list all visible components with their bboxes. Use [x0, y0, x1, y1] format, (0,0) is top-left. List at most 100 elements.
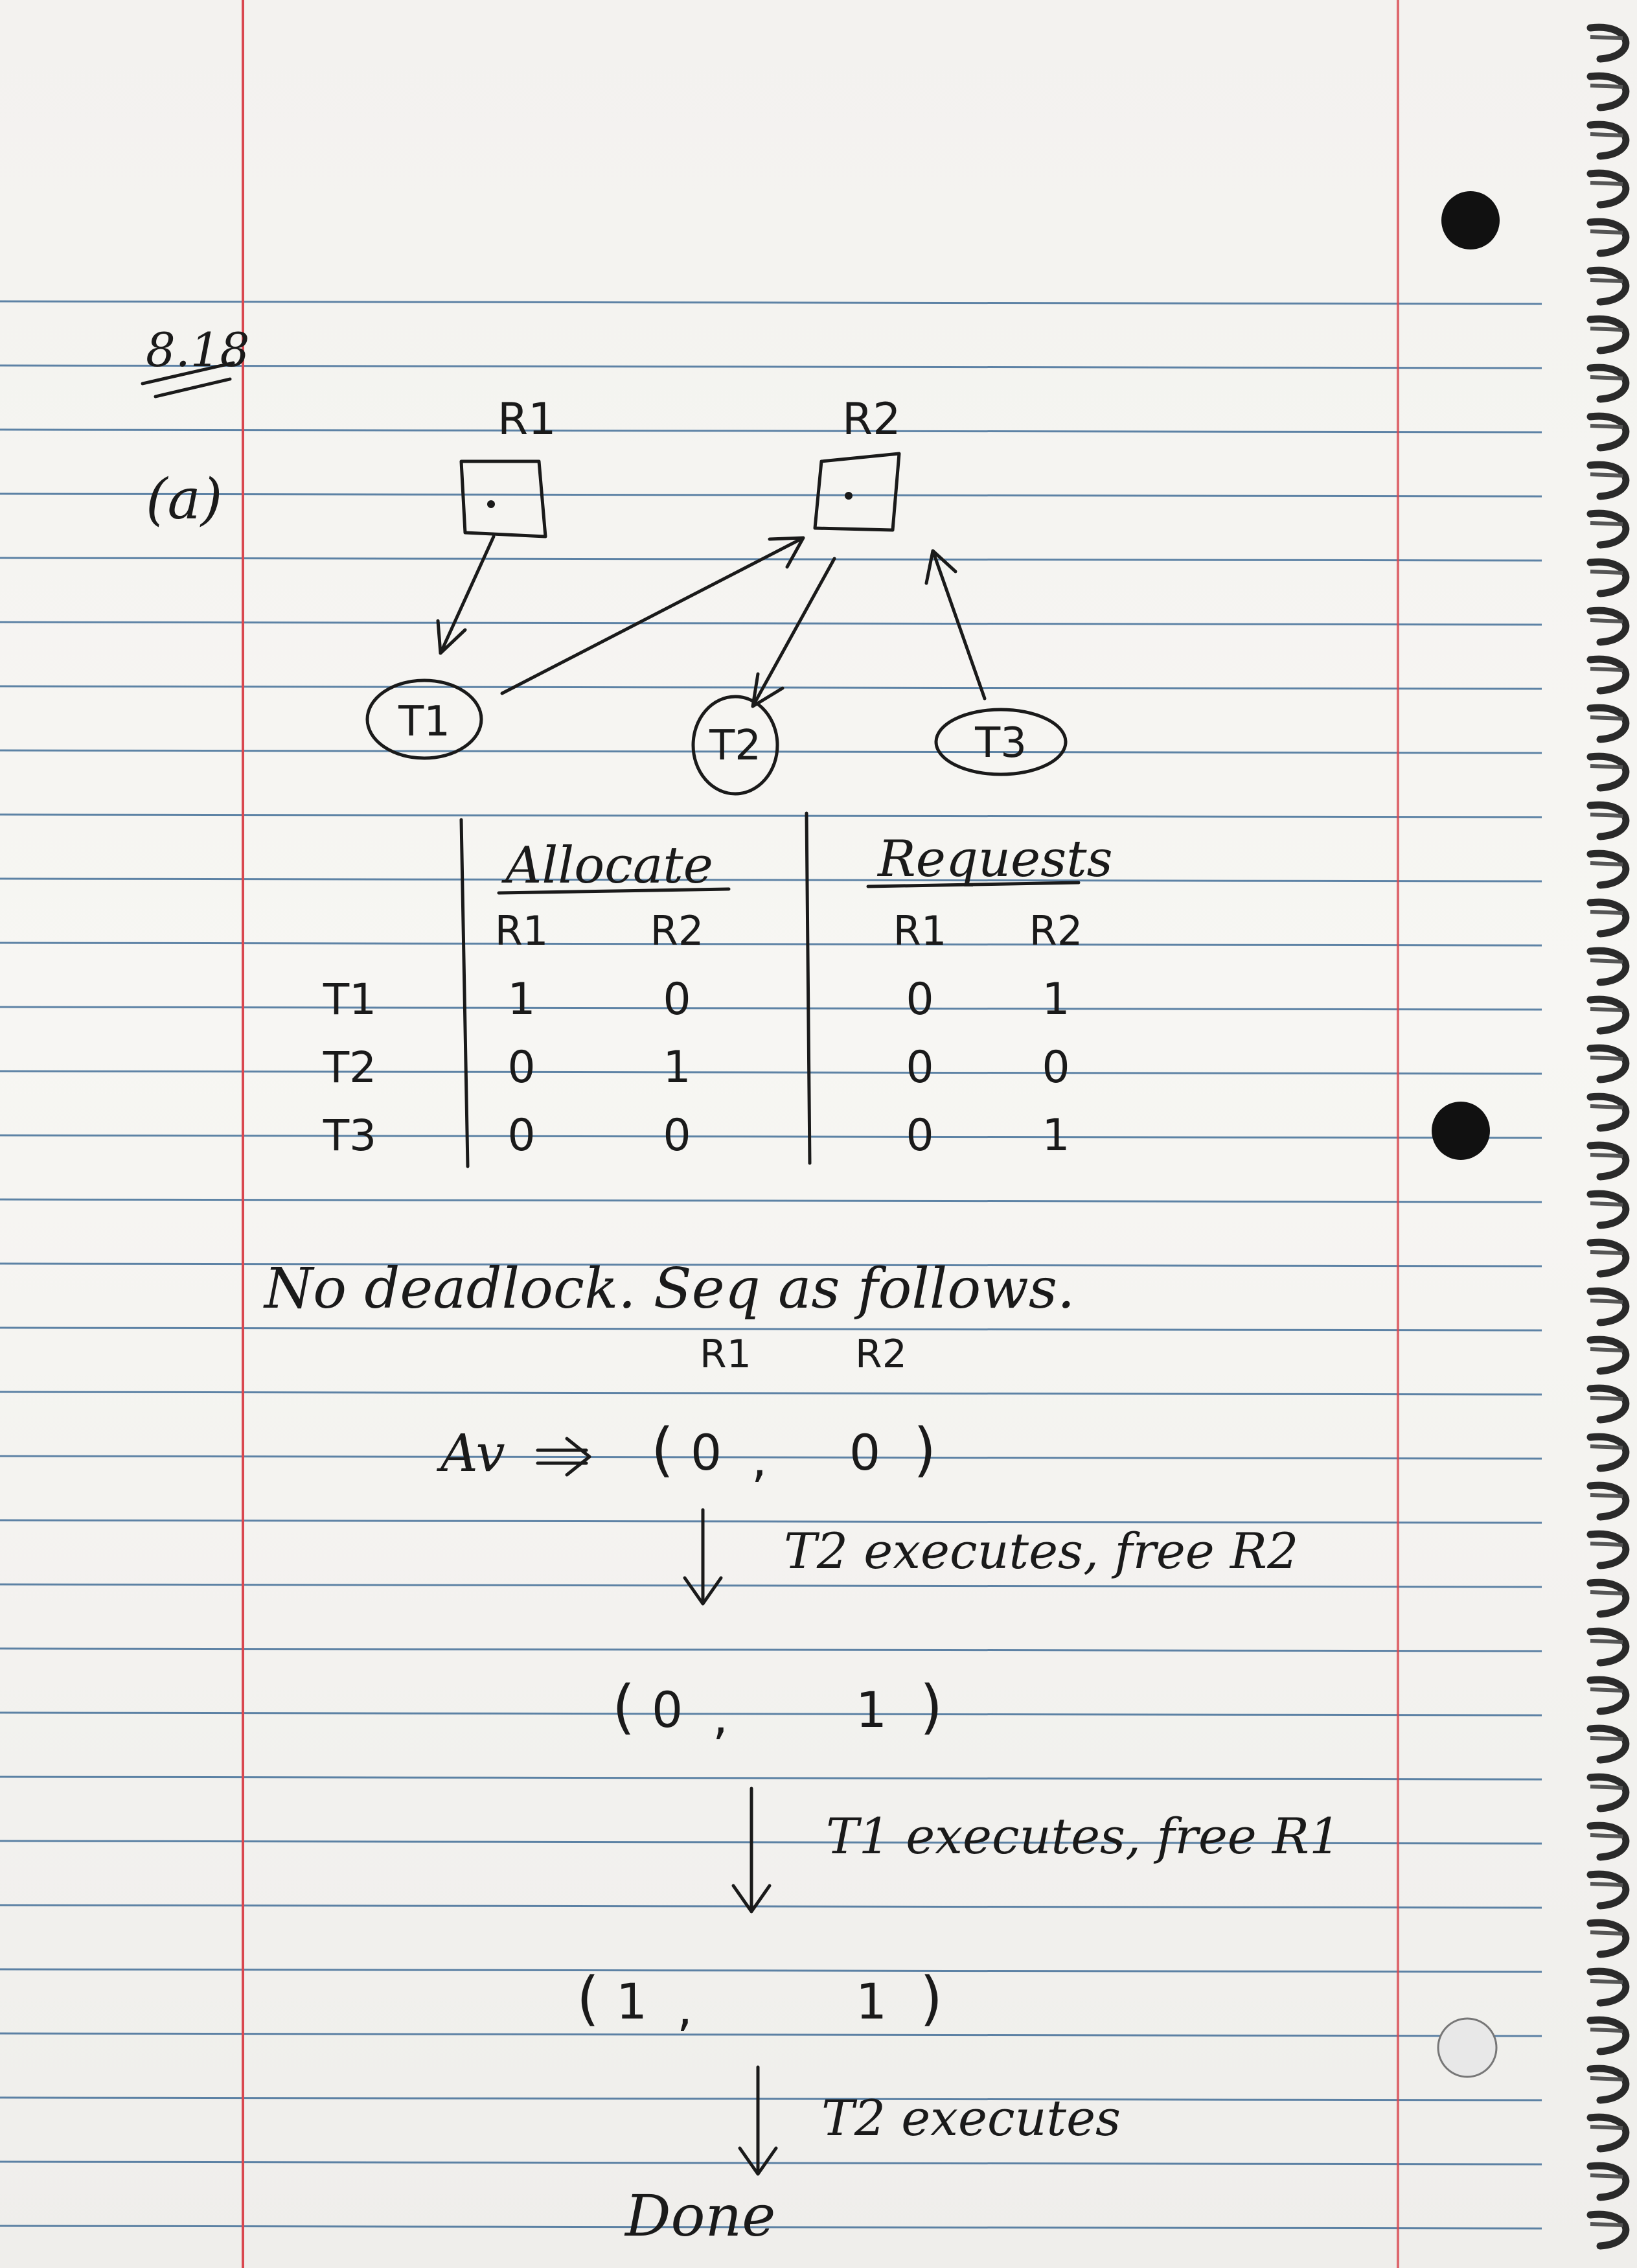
- header-underline: [866, 881, 1081, 888]
- table-subheader: R2: [1029, 907, 1083, 955]
- rule-line: [0, 1840, 1542, 1845]
- vector-paren: (: [577, 1965, 599, 2033]
- rule-line: [0, 557, 1542, 562]
- spiral-coil: [1586, 655, 1630, 695]
- spiral-coil: [1586, 1238, 1630, 1278]
- rule-line: [0, 2160, 1542, 2166]
- spiral-coil: [1586, 2065, 1630, 2104]
- thread-node-t1: [365, 678, 483, 760]
- vector-paren: ): [913, 1416, 936, 1484]
- rule-line: [0, 621, 1542, 626]
- table-row-label: T2: [323, 1043, 376, 1093]
- rule-line: [0, 1326, 1542, 1332]
- table-cell: 0: [906, 1110, 933, 1161]
- table-subheader: R1: [495, 907, 549, 955]
- spiral-coil: [1586, 1190, 1630, 1229]
- table-row-label: T3: [323, 1111, 376, 1161]
- instance-dot: [487, 500, 495, 508]
- spiral-coil-shadow: [1590, 327, 1623, 332]
- spiral-coil: [1586, 1093, 1630, 1132]
- spiral-coil-shadow: [1590, 1444, 1623, 1450]
- assignment-edge-r1-t1: [436, 535, 496, 655]
- rule-line: [0, 1262, 1542, 1267]
- spiral-coil: [1586, 1967, 1630, 2007]
- spiral-coil-shadow: [1590, 521, 1623, 526]
- spiral-coil: [1586, 607, 1630, 646]
- spiral-coil-shadow: [1590, 1979, 1623, 1984]
- table-cell: 1: [507, 974, 535, 1025]
- spiral-coil: [1586, 315, 1630, 354]
- spiral-coil-shadow: [1590, 472, 1623, 478]
- rule-line: [0, 428, 1542, 434]
- spiral-coil: [1586, 995, 1630, 1035]
- spiral-coil-shadow: [1590, 1201, 1623, 1207]
- request-edge-t1-r2: [500, 536, 805, 695]
- available-label: Av: [436, 1423, 505, 1483]
- vector-value: 1: [856, 1681, 887, 1739]
- spiral-coil: [1586, 1384, 1630, 1424]
- down-arrow: [738, 2065, 778, 2176]
- spiral-coil-shadow: [1590, 181, 1623, 186]
- spiral-coil: [1586, 2210, 1630, 2250]
- spiral-coil: [1586, 2162, 1630, 2201]
- table-cell: 0: [507, 1110, 535, 1161]
- rule-line: [0, 685, 1542, 690]
- spiral-coil: [1586, 169, 1630, 209]
- vector-paren: (: [651, 1416, 674, 1484]
- allocate-header: Allocate: [501, 837, 713, 895]
- spiral-coil-shadow: [1590, 1639, 1623, 1644]
- spiral-coil: [1586, 898, 1630, 938]
- vector-value: 1: [616, 1973, 647, 2030]
- rule-line: [0, 1647, 1542, 1652]
- spiral-coil: [1586, 947, 1630, 986]
- spiral-coil-shadow: [1590, 1007, 1623, 1012]
- spiral-coil-shadow: [1590, 764, 1623, 769]
- punch-hole: [1437, 2017, 1498, 2078]
- instance-dot: [845, 492, 853, 500]
- vector-value: 1: [856, 1973, 887, 2030]
- vector-value: 0: [691, 1424, 722, 1481]
- spiral-coil-shadow: [1590, 375, 1623, 380]
- punch-hole: [1441, 191, 1500, 249]
- vector-paren: (: [612, 1673, 635, 1741]
- spiral-coil: [1586, 752, 1630, 792]
- table-cell: 0: [507, 1042, 535, 1093]
- spiral-coil-shadow: [1590, 1250, 1623, 1255]
- spiral-coil: [1586, 1141, 1630, 1181]
- thread-label: T3: [974, 719, 1027, 767]
- spiral-binding: [1586, 23, 1630, 2250]
- step-action: T2 executes, free R2: [784, 1522, 1299, 1580]
- spiral-coil-shadow: [1590, 1153, 1623, 1158]
- table-cell: 1: [663, 1042, 691, 1093]
- spiral-coil: [1586, 1433, 1630, 1472]
- rule-line: [0, 1776, 1542, 1781]
- spiral-coil-shadow: [1590, 278, 1623, 283]
- rule-line: [0, 2096, 1542, 2101]
- spiral-coil: [1586, 266, 1630, 306]
- table-cell: 0: [906, 974, 933, 1025]
- resource-allocation-graph: R1 R2 T1 T2 T3: [365, 394, 1068, 796]
- rule-line: [0, 1583, 1542, 1588]
- spiral-coil-shadow: [1590, 1542, 1623, 1547]
- spiral-coil: [1586, 1287, 1630, 1326]
- spiral-coil-shadow: [1590, 1833, 1623, 1838]
- rule-line: [0, 1070, 1542, 1075]
- rule-line: [0, 2225, 1542, 2230]
- spiral-coil-shadow: [1590, 667, 1623, 672]
- resource-label: R2: [842, 394, 901, 445]
- spiral-coil-shadow: [1590, 1299, 1623, 1304]
- spiral-coil: [1586, 801, 1630, 840]
- spiral-coil-shadow: [1590, 132, 1623, 137]
- resource-node-r1: [459, 459, 547, 538]
- vector-value: 0: [849, 1424, 880, 1481]
- table-cell: 0: [663, 1110, 691, 1161]
- thread-node-t3: [934, 708, 1068, 776]
- spiral-coil-shadow: [1590, 1347, 1623, 1352]
- spiral-coil: [1586, 1579, 1630, 1618]
- table-cell: 0: [1042, 1042, 1070, 1093]
- table-cell: 0: [663, 974, 691, 1025]
- table-divider: [459, 818, 470, 1168]
- spiral-coil-shadow: [1590, 1396, 1623, 1401]
- spiral-coil-shadow: [1590, 2222, 1623, 2227]
- punch-hole: [1432, 1102, 1490, 1160]
